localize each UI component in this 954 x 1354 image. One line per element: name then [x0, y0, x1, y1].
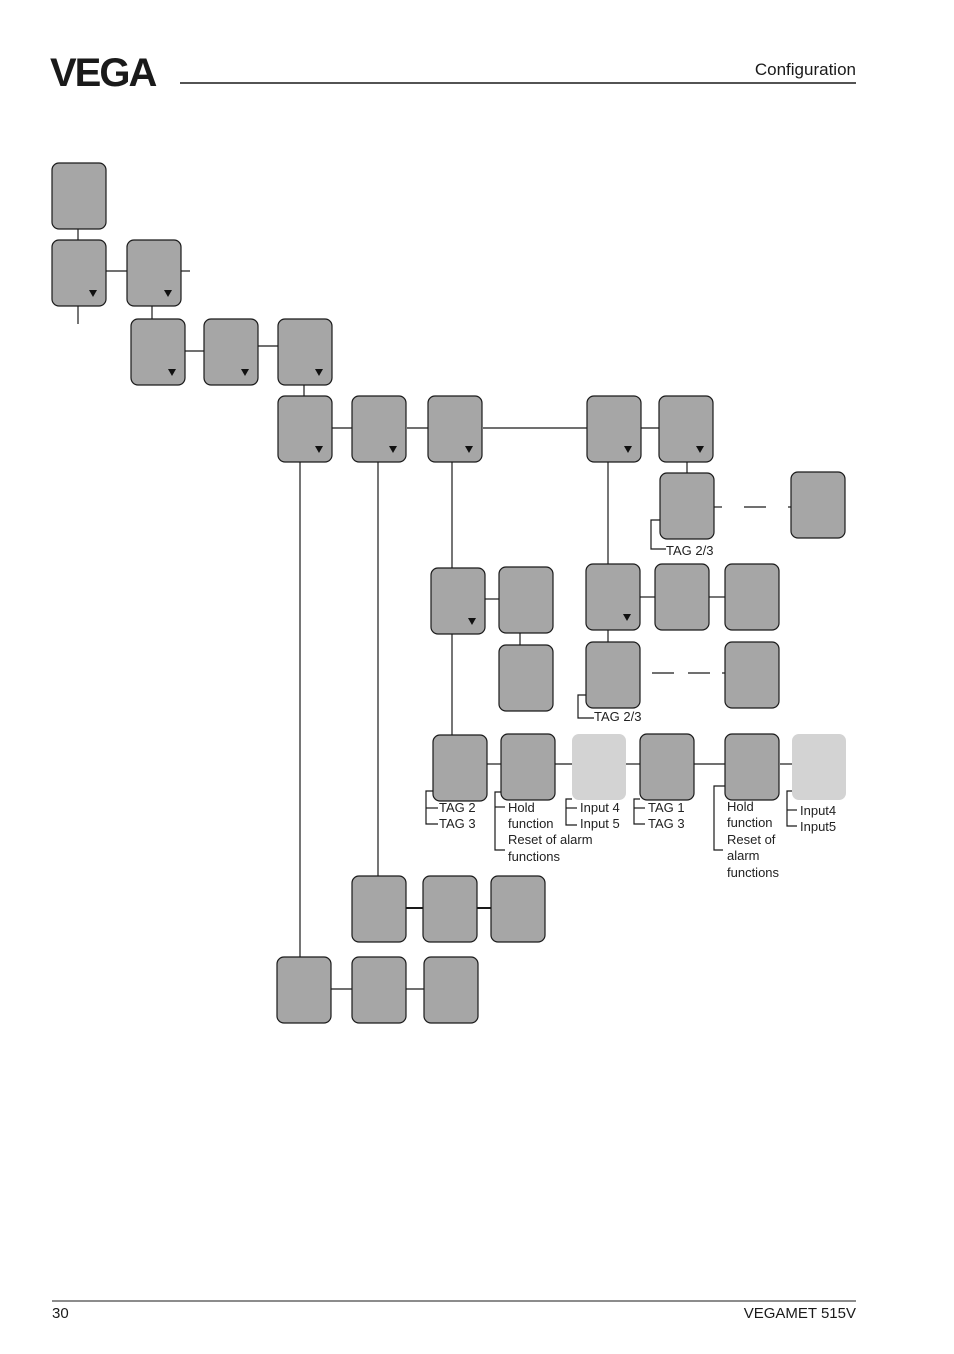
menu-box [724, 641, 780, 709]
product-name: VEGAMET 515V [743, 1305, 856, 1322]
label-functions-first: functions [508, 849, 561, 864]
label-input4-second: Input4 [800, 803, 836, 818]
label-hold-second: Hold [727, 799, 754, 814]
submenu-arrow-icon [624, 446, 632, 453]
menu-box [277, 318, 333, 386]
label-functions-second: functions [727, 865, 780, 880]
page-number: 30 [52, 1305, 69, 1322]
menu-box [724, 733, 780, 801]
label-input5-second: Input5 [800, 819, 836, 834]
label-tag3-second: TAG 3 [648, 816, 685, 831]
menu-box [498, 644, 554, 712]
label-tag23-lower: TAG 2/3 [594, 709, 641, 724]
menu-box [423, 956, 479, 1024]
menu-box [351, 875, 407, 943]
label-tag23-upper: TAG 2/3 [666, 543, 713, 558]
submenu-arrow-icon [468, 618, 476, 625]
submenu-arrow-icon [241, 369, 249, 376]
section-title: Configuration [754, 60, 856, 79]
menu-box [130, 318, 186, 386]
connector-lines [77, 229, 797, 990]
submenu-arrows [89, 290, 704, 625]
menu-box [639, 733, 695, 801]
menu-box [126, 239, 182, 307]
menu-box [498, 566, 554, 634]
menu-box-inactive [792, 734, 846, 800]
menu-box [654, 563, 710, 631]
label-function-second: function [727, 815, 773, 830]
label-reset-second: Reset of [727, 832, 776, 847]
label-reset-first: Reset of alarm [508, 832, 593, 847]
submenu-arrow-icon [389, 446, 397, 453]
label-function-first: function [508, 816, 554, 831]
menu-box [490, 875, 546, 943]
menu-box [351, 956, 407, 1024]
menu-box [790, 471, 846, 539]
submenu-arrow-icon [623, 614, 631, 621]
menu-box [203, 318, 259, 386]
vega-logo: VEGA [50, 51, 156, 95]
menu-box [500, 733, 556, 801]
menu-box [432, 734, 488, 802]
menu-boxes [51, 162, 846, 1024]
submenu-arrow-icon [465, 446, 473, 453]
label-hold-first: Hold [508, 800, 535, 815]
label-tag1: TAG 1 [648, 800, 685, 815]
label-input5-first: Input 5 [580, 816, 620, 831]
menu-box [658, 395, 714, 463]
menu-box [51, 239, 107, 307]
menu-box [586, 395, 642, 463]
submenu-arrow-icon [168, 369, 176, 376]
submenu-arrow-icon [315, 369, 323, 376]
menu-box [422, 875, 478, 943]
menu-box [427, 395, 483, 463]
label-input4-first: Input 4 [580, 800, 620, 815]
menu-box [585, 563, 641, 631]
menu-box [724, 563, 780, 631]
label-tag2: TAG 2 [439, 800, 476, 815]
submenu-arrow-icon [164, 290, 172, 297]
menu-box [277, 395, 333, 463]
menu-box [659, 472, 715, 540]
menu-box [276, 956, 332, 1024]
menu-box [51, 162, 107, 230]
submenu-arrow-icon [89, 290, 97, 297]
menu-box [430, 567, 486, 635]
label-alarm-second: alarm [727, 848, 760, 863]
submenu-arrow-icon [315, 446, 323, 453]
label-tag3-first: TAG 3 [439, 816, 476, 831]
menu-box-inactive [572, 734, 626, 800]
menu-box [585, 641, 641, 709]
menu-box [351, 395, 407, 463]
submenu-arrow-icon [696, 446, 704, 453]
